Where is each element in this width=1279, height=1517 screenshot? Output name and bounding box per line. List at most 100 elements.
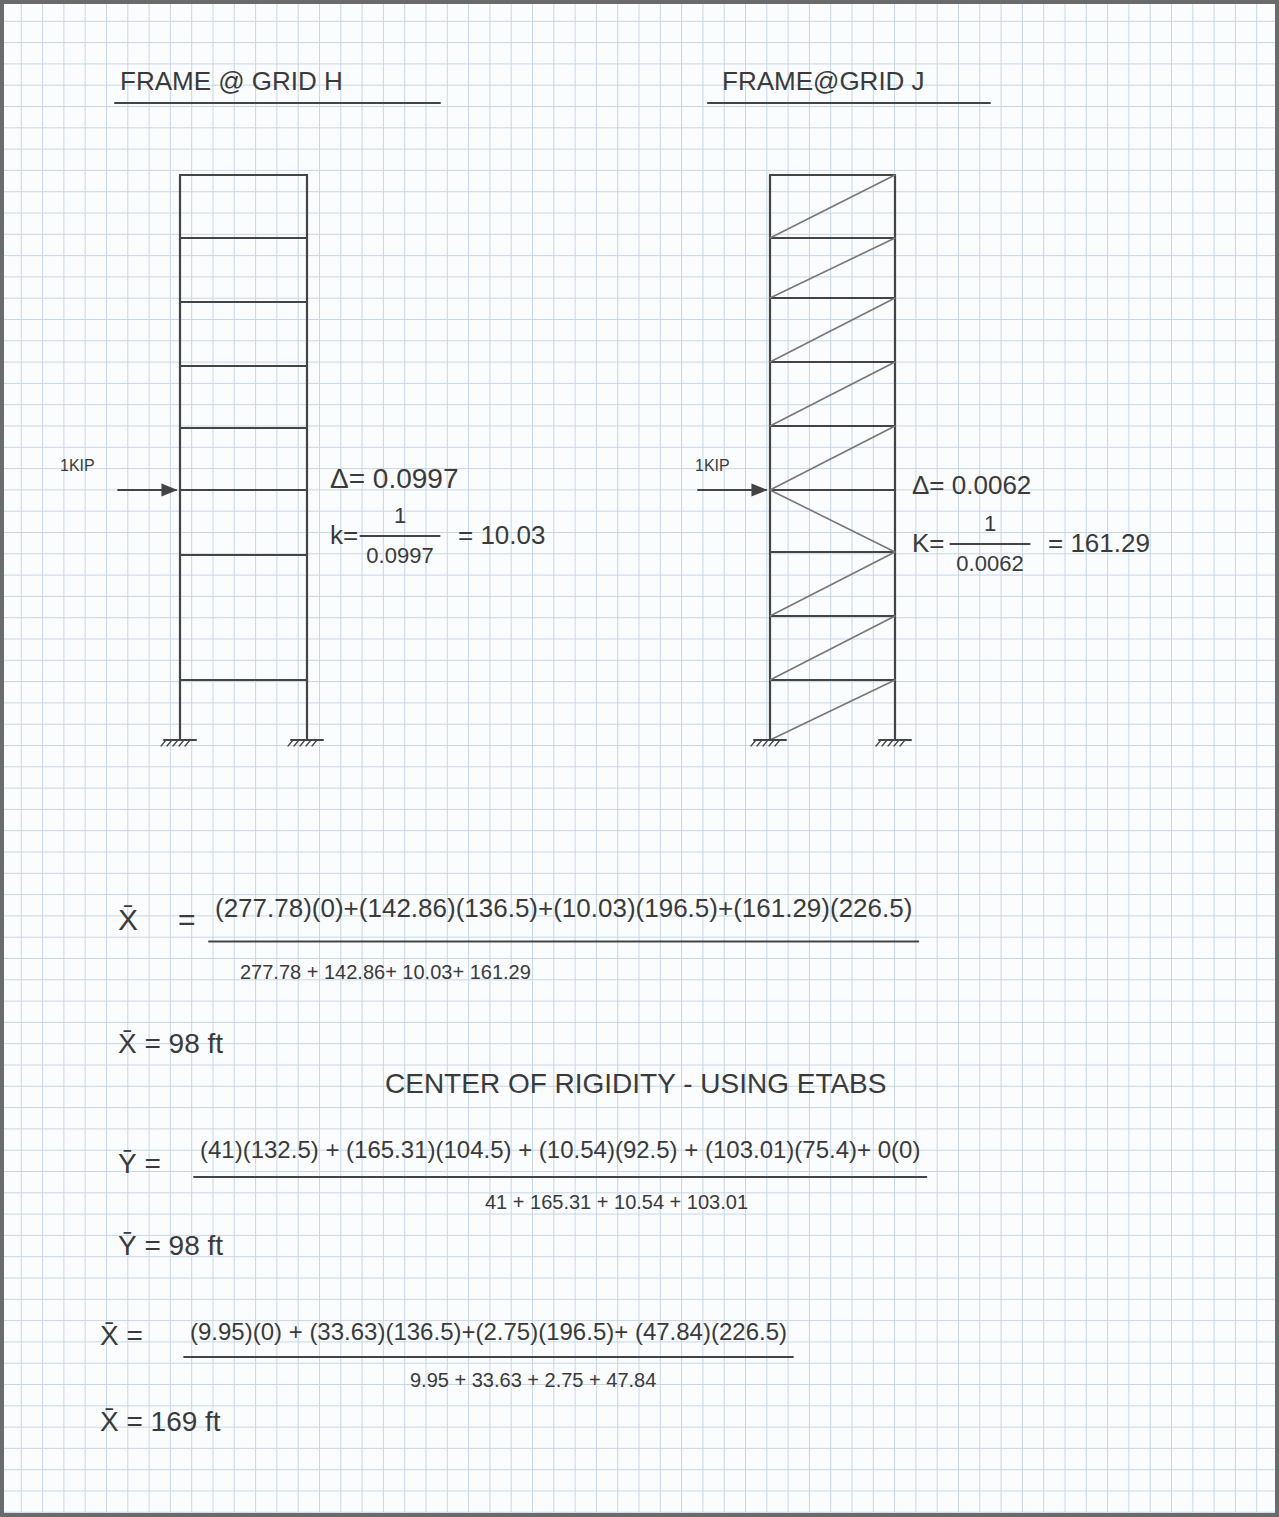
section-heading: CENTER OF RIGIDITY - USING ETABS <box>385 1070 886 1098</box>
grid-line <box>21 0 22 1517</box>
fixed-support <box>291 739 323 741</box>
grid-line <box>0 1065 1279 1066</box>
grid-line <box>1150 0 1151 1517</box>
grid-line <box>0 489 1279 490</box>
grid-line <box>0 1278 1279 1279</box>
load-label: 1KIP <box>695 458 730 474</box>
grid-line <box>575 0 576 1517</box>
brace <box>770 298 895 362</box>
floor-beam <box>180 301 307 303</box>
grid-line <box>1128 0 1129 1517</box>
grid-line <box>1086 0 1087 1517</box>
floor-beam <box>770 174 895 176</box>
grid-line <box>830 0 831 1517</box>
moment-frame <box>161 175 323 746</box>
support-hatch <box>900 740 905 746</box>
grid-line <box>0 979 1279 980</box>
fixed-support <box>754 739 786 741</box>
grid-line <box>63 0 64 1517</box>
brace <box>770 616 895 680</box>
brace <box>770 426 895 490</box>
load-arrow <box>118 489 176 491</box>
grid-line <box>852 0 853 1517</box>
stiffness-value: = 161.29 <box>1048 530 1150 556</box>
grid-line <box>873 0 874 1517</box>
grid-line <box>0 106 1279 107</box>
grid-line <box>0 575 1279 576</box>
grid-line <box>0 745 1279 746</box>
grid-line <box>894 0 895 1517</box>
load-arrow <box>698 489 766 491</box>
support-hatch <box>300 740 305 746</box>
support-hatch <box>769 740 774 746</box>
support-hatch <box>161 740 166 746</box>
grid-line <box>340 0 341 1517</box>
grid-line <box>468 0 469 1517</box>
grid-line <box>532 0 533 1517</box>
frame-heading: FRAME @ GRID H <box>120 68 343 94</box>
grid-line <box>1043 0 1044 1517</box>
grid-line <box>937 0 938 1517</box>
brace <box>770 175 895 238</box>
grid-line <box>0 234 1279 235</box>
grid-line <box>1192 0 1193 1517</box>
support-hatch <box>306 740 311 746</box>
grid-line <box>0 639 1279 640</box>
grid-line <box>42 0 43 1517</box>
grid-line <box>0 170 1279 171</box>
floor-beam <box>770 551 895 553</box>
floor-beam <box>180 679 307 681</box>
fixed-support <box>879 739 911 741</box>
grid-line <box>0 127 1279 128</box>
brace <box>770 238 895 298</box>
grid-line <box>0 873 1279 874</box>
grid-line <box>0 468 1279 469</box>
floor-beam <box>770 489 895 491</box>
grid-line <box>276 0 277 1517</box>
heading-underline <box>115 102 440 104</box>
support-hatch <box>888 740 893 746</box>
fraction-bar <box>194 1176 926 1178</box>
grid-line <box>1001 0 1002 1517</box>
grid-line <box>0 149 1279 150</box>
grid-line <box>1022 0 1023 1517</box>
support-hatch <box>894 740 899 746</box>
floor-beam <box>180 554 307 556</box>
support-hatch <box>167 740 172 746</box>
fraction-numerator: 1 <box>394 505 406 527</box>
grid-line <box>915 0 916 1517</box>
fixed-support <box>164 739 196 741</box>
equation-symbol: Ȳ = <box>118 1150 161 1178</box>
grid-line <box>255 0 256 1517</box>
floor-beam <box>770 237 895 239</box>
grid-line <box>766 0 767 1517</box>
grid-line <box>724 0 725 1517</box>
fraction-bar <box>950 543 1029 545</box>
grid-line <box>149 0 150 1517</box>
result: X̄ = 98 ft <box>118 1030 223 1058</box>
grid-line <box>1235 0 1236 1517</box>
grid-line <box>0 617 1279 618</box>
grid-line <box>639 0 640 1517</box>
brace <box>770 490 895 552</box>
grid-line <box>426 0 427 1517</box>
fraction-bar <box>360 535 439 537</box>
frame-heading: FRAME@GRID J <box>722 68 925 94</box>
grid-line <box>298 0 299 1517</box>
grid-line <box>0 276 1279 277</box>
grid-line <box>1256 0 1257 1517</box>
grid-line <box>788 0 789 1517</box>
floor-beam <box>180 489 307 491</box>
support-hatch <box>294 740 299 746</box>
grid-line <box>0 340 1279 341</box>
brace <box>770 552 895 616</box>
grid-line <box>0 1299 1279 1300</box>
braced-frame <box>751 175 911 746</box>
grid-line <box>0 809 1279 810</box>
grid-line <box>362 0 363 1517</box>
grid-line <box>0 681 1279 682</box>
grid-line <box>1107 0 1108 1517</box>
floor-beam <box>180 427 307 429</box>
